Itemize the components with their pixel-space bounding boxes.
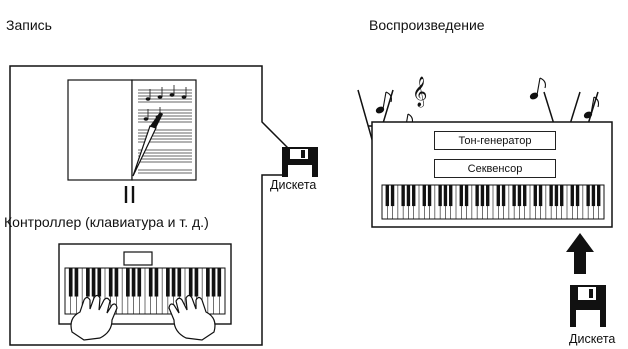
black-key — [195, 268, 199, 297]
black-key — [597, 185, 600, 206]
black-key — [465, 185, 468, 206]
black-key — [206, 268, 210, 297]
recording-heading: Запись — [6, 18, 52, 32]
black-key — [172, 268, 176, 297]
black-key — [428, 185, 431, 206]
black-key — [586, 185, 589, 206]
black-key — [155, 268, 159, 297]
black-key — [502, 185, 505, 206]
black-key — [512, 185, 515, 206]
black-key — [449, 185, 452, 206]
black-key — [212, 268, 216, 297]
black-key — [539, 185, 542, 206]
playback-heading: Воспроизведение — [369, 18, 485, 32]
disk-label-recording: Дискета — [270, 179, 316, 192]
black-key — [497, 185, 500, 206]
black-key — [86, 268, 90, 297]
floppy-disk-icon — [282, 147, 318, 177]
svg-text:𝄞: 𝄞 — [412, 76, 427, 108]
floppy-disk-icon — [570, 285, 606, 327]
black-key — [412, 185, 415, 206]
black-key — [149, 268, 153, 297]
black-key — [576, 185, 579, 206]
black-key — [523, 185, 526, 206]
black-key — [555, 185, 558, 206]
black-key — [549, 185, 552, 206]
arrow-up-icon — [566, 233, 594, 274]
black-key — [481, 185, 484, 206]
black-key — [92, 268, 96, 297]
black-key — [407, 185, 410, 206]
sheet-music-icon — [68, 80, 196, 180]
black-key — [475, 185, 478, 206]
black-key — [137, 268, 141, 297]
black-key — [97, 268, 101, 297]
black-key — [460, 185, 463, 206]
black-key — [592, 185, 595, 206]
black-key — [486, 185, 489, 206]
sequencer-box: Секвенсор — [434, 159, 556, 178]
black-key — [571, 185, 574, 206]
black-key — [560, 185, 563, 206]
black-key — [518, 185, 521, 206]
black-key — [444, 185, 447, 206]
tone-generator-label: Тон-генератор — [459, 135, 532, 147]
black-key — [69, 268, 73, 297]
black-key — [391, 185, 394, 206]
black-key — [115, 268, 119, 297]
black-key — [217, 268, 221, 297]
black-key — [75, 268, 79, 297]
black-key — [534, 185, 537, 206]
black-key — [401, 185, 404, 206]
black-key — [126, 268, 130, 297]
black-key — [189, 268, 193, 297]
black-key — [423, 185, 426, 206]
black-key — [166, 268, 170, 297]
sequencer-label: Секвенсор — [468, 163, 523, 175]
black-key — [132, 268, 136, 297]
black-key — [109, 268, 113, 297]
black-key — [177, 268, 181, 297]
treble-clef-icon: 𝄞 — [412, 76, 427, 108]
controller-label: Контроллер (клавиатура и т. д.) — [4, 215, 209, 229]
black-key — [438, 185, 441, 206]
black-key — [386, 185, 389, 206]
disk-label-playback: Дискета — [569, 333, 615, 346]
tone-generator-box: Тон-генератор — [434, 131, 556, 150]
